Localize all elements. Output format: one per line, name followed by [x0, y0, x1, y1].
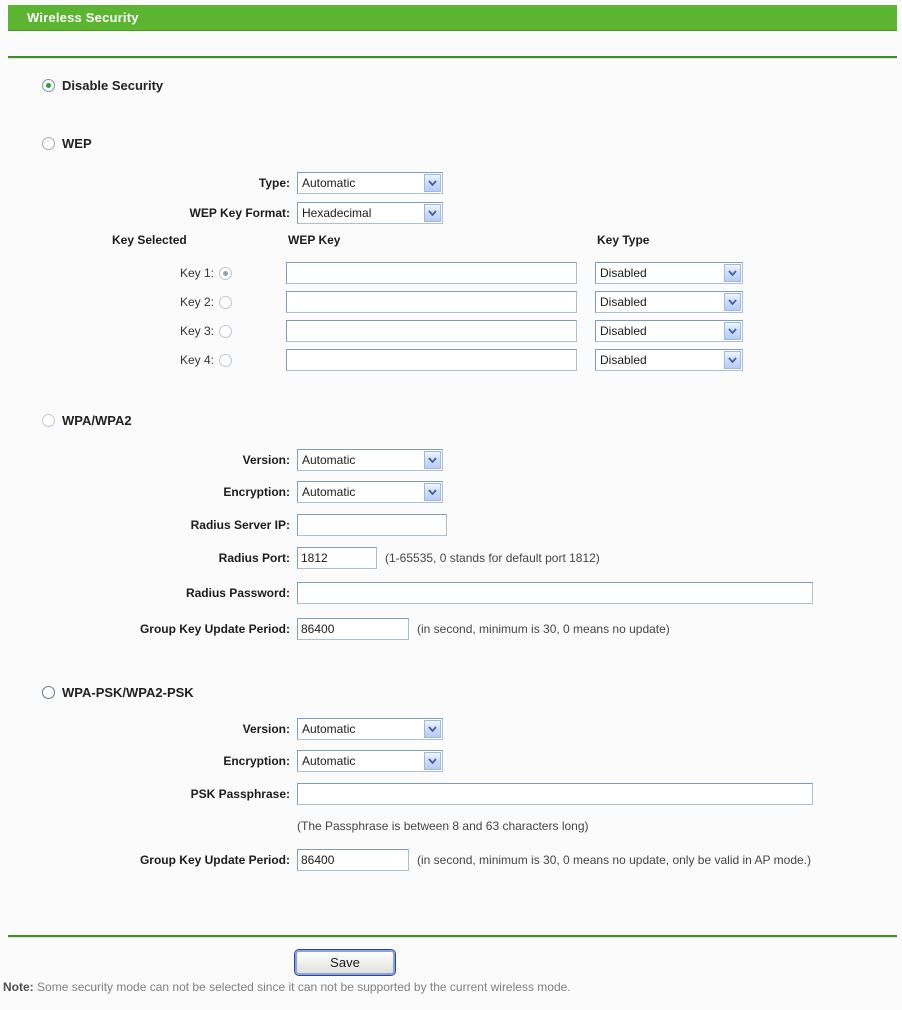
key3-label: Key 3: — [179, 324, 214, 338]
key3-type-select[interactable]: Disabled — [595, 320, 743, 342]
wep-label: WEP — [62, 136, 92, 151]
wpa-psk-radio[interactable] — [42, 686, 55, 699]
psk-encryption-select[interactable]: Automatic — [297, 750, 443, 772]
page-title: Wireless Security — [27, 10, 139, 25]
wpa-group-key-period-label: Group Key Update Period: — [139, 622, 290, 636]
radio-dot — [223, 271, 228, 276]
wpa-group-key-period-input[interactable] — [297, 618, 409, 640]
chevron-down-icon[interactable] — [424, 174, 441, 192]
key4-label: Key 4: — [179, 353, 214, 367]
wpa-group-key-period-hint: (in second, minimum is 30, 0 means no up… — [417, 622, 670, 636]
key2-type-select[interactable]: Disabled — [595, 291, 743, 313]
radius-server-ip-label: Radius Server IP: — [190, 518, 290, 532]
wep-radio[interactable] — [42, 137, 55, 150]
key4-type-select[interactable]: Disabled — [595, 349, 743, 371]
key1-label: Key 1: — [179, 266, 214, 280]
radio-dot — [46, 83, 51, 88]
wep-type-select[interactable]: Automatic — [297, 172, 443, 194]
radius-port-label: Radius Port: — [218, 551, 290, 565]
psk-passphrase-label: PSK Passphrase: — [190, 787, 290, 801]
page-header: Wireless Security — [8, 5, 897, 31]
key3-radio[interactable] — [219, 325, 232, 338]
chevron-down-icon[interactable] — [724, 322, 741, 340]
wep-format-select[interactable]: Hexadecimal — [297, 202, 443, 224]
note: Note: Some security mode can not be sele… — [3, 979, 883, 995]
chevron-down-icon[interactable] — [724, 264, 741, 282]
disable-security-label: Disable Security — [62, 78, 164, 93]
radius-port-hint: (1-65535, 0 stands for default port 1812… — [385, 551, 600, 565]
wpa-encryption-select[interactable]: Automatic — [297, 481, 443, 503]
radius-server-ip-input[interactable] — [297, 514, 447, 536]
key2-radio[interactable] — [219, 296, 232, 309]
psk-group-key-period-label: Group Key Update Period: — [139, 853, 290, 867]
chevron-down-icon[interactable] — [424, 451, 441, 469]
note-label: Note: — [3, 980, 34, 994]
key1-radio[interactable] — [219, 267, 232, 280]
note-text: Some security mode can not be selected s… — [37, 980, 571, 994]
chevron-down-icon[interactable] — [424, 720, 441, 738]
wep-type-label: Type: — [258, 176, 290, 190]
key2-label: Key 2: — [179, 295, 214, 309]
save-button[interactable]: Save — [295, 950, 395, 975]
chevron-down-icon[interactable] — [424, 752, 441, 770]
key-selected-header: Key Selected — [112, 233, 187, 247]
top-divider — [8, 56, 897, 59]
key3-wep-key-input[interactable] — [286, 320, 577, 342]
psk-group-key-period-input[interactable] — [297, 849, 409, 871]
chevron-down-icon[interactable] — [724, 293, 741, 311]
wpa-psk-label: WPA-PSK/WPA2-PSK — [62, 685, 194, 700]
psk-version-select[interactable]: Automatic — [297, 718, 443, 740]
wpa-radio[interactable] — [42, 414, 55, 427]
wep-format-label: WEP Key Format: — [189, 206, 290, 220]
wep-key-header: WEP Key — [288, 233, 341, 247]
wpa-version-select[interactable]: Automatic — [297, 449, 443, 471]
chevron-down-icon[interactable] — [424, 483, 441, 501]
key4-radio[interactable] — [219, 354, 232, 367]
radius-password-input[interactable] — [297, 582, 813, 604]
key2-wep-key-input[interactable] — [286, 291, 577, 313]
radius-port-input[interactable] — [297, 547, 377, 569]
wpa-label: WPA/WPA2 — [62, 413, 132, 428]
key1-type-select[interactable]: Disabled — [595, 262, 743, 284]
chevron-down-icon[interactable] — [424, 204, 441, 222]
bottom-divider — [8, 935, 897, 938]
psk-passphrase-hint: (The Passphrase is between 8 and 63 char… — [297, 819, 589, 833]
psk-passphrase-input[interactable] — [297, 783, 813, 805]
chevron-down-icon[interactable] — [724, 351, 741, 369]
key1-wep-key-input[interactable] — [286, 262, 577, 284]
psk-group-key-period-hint: (in second, minimum is 30, 0 means no up… — [417, 853, 811, 867]
key-type-header: Key Type — [597, 233, 650, 247]
wpa-version-label: Version: — [242, 453, 290, 467]
disable-security-radio[interactable] — [42, 79, 55, 92]
radius-password-label: Radius Password: — [185, 586, 290, 600]
psk-encryption-label: Encryption: — [223, 754, 290, 768]
wpa-encryption-label: Encryption: — [223, 485, 290, 499]
psk-version-label: Version: — [242, 722, 290, 736]
key4-wep-key-input[interactable] — [286, 349, 577, 371]
